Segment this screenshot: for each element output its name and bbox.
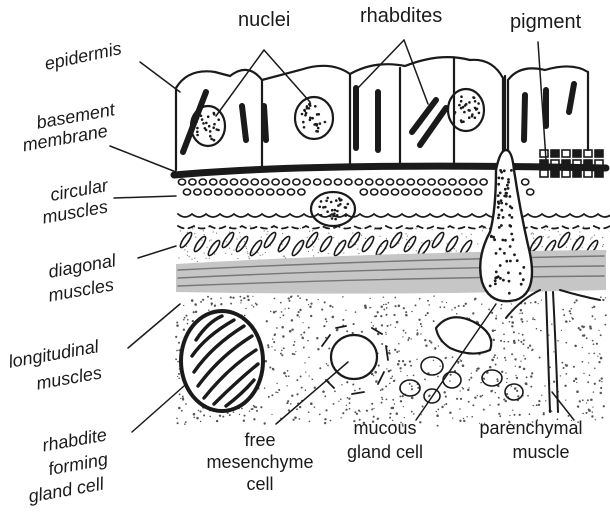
label-nuclei: nuclei [238,10,290,30]
drawing [110,40,610,432]
longitudinal-muscle-band [176,250,606,294]
circular-muscle-fibres [178,214,610,229]
label-pigment: pigment [510,12,581,32]
label-parenchymal-line2: muscle [476,442,606,462]
label-parenchymal-line1: parenchymal [456,418,606,438]
rhabdites-in-epidermis [183,84,574,152]
label-mucous-line2: gland cell [320,442,450,462]
rhabdite-forming-gland-cell [181,311,263,411]
parenchyma-vacuoles [400,357,523,403]
label-mucous-line1: mucous [320,418,450,438]
label-free-mes-line3: cell [200,474,320,494]
circular-muscles [178,179,533,195]
mucous-gland-cell [480,150,532,301]
free-mesenchyme-cell [322,326,388,394]
subepidermal-nucleus [311,192,355,226]
label-rhabdites: rhabdites [360,6,442,26]
label-free-mes-line1: free [200,430,320,450]
